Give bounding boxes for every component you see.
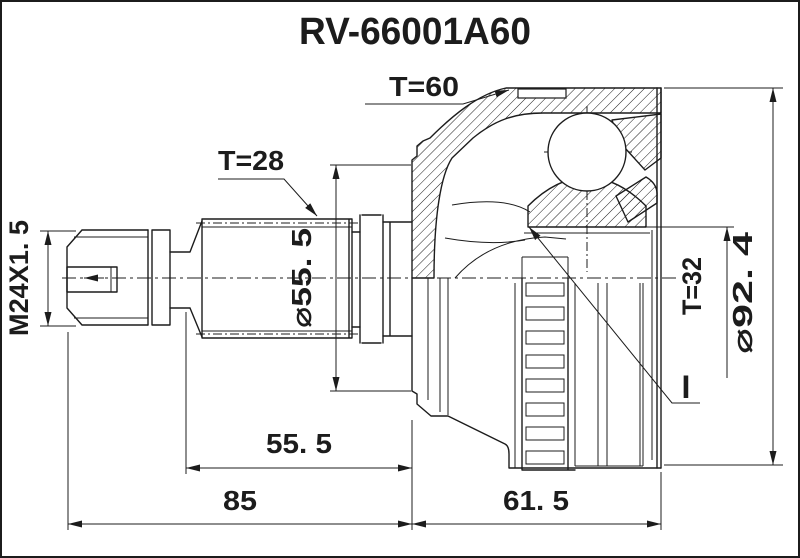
leader-shaft-spline-teeth: T=28 — [218, 145, 318, 217]
cotter-slot — [66, 266, 118, 293]
spline-length-label: 55. 5 — [266, 428, 332, 459]
shaft-spline-teeth-label: T=28 — [218, 145, 284, 176]
housing-window — [517, 88, 567, 99]
dimension-housing-length: 61. 5 — [412, 472, 662, 530]
housing-section — [411, 87, 662, 469]
dimension-outer-dia: ⌀92. 4 — [664, 87, 783, 466]
dimension-shaft-length: 85 — [67, 332, 413, 530]
thread-spec-label: M24X1. 5 — [4, 220, 34, 336]
boot-land-diameter-label: ⌀55. 5 — [286, 228, 317, 328]
cage-lines — [444, 201, 567, 279]
leader-mark-label: I — [682, 369, 691, 405]
dimension-inner-spline-teeth: T=32 — [528, 226, 734, 378]
inner-spline-teeth-label: T=32 — [677, 257, 707, 315]
housing-teeth-label: T=60 — [389, 71, 459, 102]
dimension-spline-length: 55. 5 — [185, 312, 412, 474]
ball-bearing — [547, 112, 627, 192]
leader-mark-i: I — [528, 226, 700, 405]
dimension-boot-land-dia: ⌀55. 5 — [286, 164, 411, 392]
shaft-spline — [196, 218, 358, 339]
housing-rings — [575, 283, 644, 467]
dimension-m24: M24X1. 5 — [4, 220, 76, 336]
housing-wall-section — [411, 87, 662, 279]
outer-diameter-label: ⌀92. 4 — [727, 231, 758, 354]
housing-exterior-bottom — [411, 277, 662, 471]
leader-housing-teeth: T=60 — [365, 71, 510, 105]
part-number-title: RV-66001A60 — [299, 11, 531, 53]
inner-spline-ladder — [514, 277, 576, 471]
shaft-length-label: 85 — [223, 485, 257, 516]
shaft-outline — [66, 214, 413, 344]
housing-length-label: 61. 5 — [503, 485, 569, 516]
